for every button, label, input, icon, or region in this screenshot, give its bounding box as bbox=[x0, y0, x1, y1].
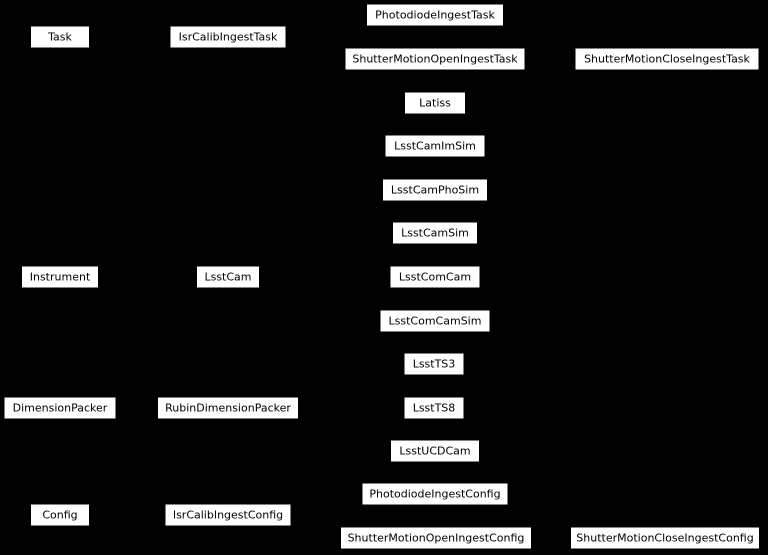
node-lsstcamphosim[interactable]: LsstCamPhoSim bbox=[382, 178, 488, 202]
node-isrcalibingestconfig[interactable]: IsrCalibIngestConfig bbox=[164, 503, 292, 527]
node-lsstcomcamsim[interactable]: LsstComCamSim bbox=[379, 309, 491, 333]
node-shuttermotionopeningesttask[interactable]: ShutterMotionOpenIngestTask bbox=[344, 47, 526, 71]
node-latiss[interactable]: Latiss bbox=[404, 91, 466, 115]
node-rubindimensionpacker[interactable]: RubinDimensionPacker bbox=[157, 396, 299, 420]
node-lsstucdcam[interactable]: LsstUCDCam bbox=[390, 439, 480, 463]
node-instrument[interactable]: Instrument bbox=[21, 265, 99, 289]
node-lsstts3[interactable]: LsstTS3 bbox=[403, 352, 465, 376]
node-lsstcam[interactable]: LsstCam bbox=[196, 265, 260, 289]
node-config[interactable]: Config bbox=[30, 503, 90, 527]
node-lsstcomcam[interactable]: LsstComCam bbox=[389, 265, 481, 289]
node-lsstts8[interactable]: LsstTS8 bbox=[403, 396, 465, 420]
node-photodiodeingestconfig[interactable]: PhotodiodeIngestConfig bbox=[361, 482, 509, 506]
node-shuttermotionopeningestconfig[interactable]: ShutterMotionOpenIngestConfig bbox=[340, 526, 532, 550]
node-lsstcamsim[interactable]: LsstCamSim bbox=[392, 221, 478, 245]
node-shuttermotioncloseingesttask[interactable]: ShutterMotionCloseIngestTask bbox=[574, 47, 760, 71]
node-lsstcamimsim[interactable]: LsstCamImSim bbox=[384, 134, 486, 158]
node-shuttermotioncloseingestconfig[interactable]: ShutterMotionCloseIngestConfig bbox=[570, 526, 760, 550]
node-task[interactable]: Task bbox=[30, 25, 90, 49]
node-photodiodeingesttask[interactable]: PhotodiodeIngestTask bbox=[366, 3, 504, 27]
node-isrcalibingesttask[interactable]: IsrCalibIngestTask bbox=[169, 25, 287, 49]
node-dimensionpacker[interactable]: DimensionPacker bbox=[3, 396, 117, 420]
